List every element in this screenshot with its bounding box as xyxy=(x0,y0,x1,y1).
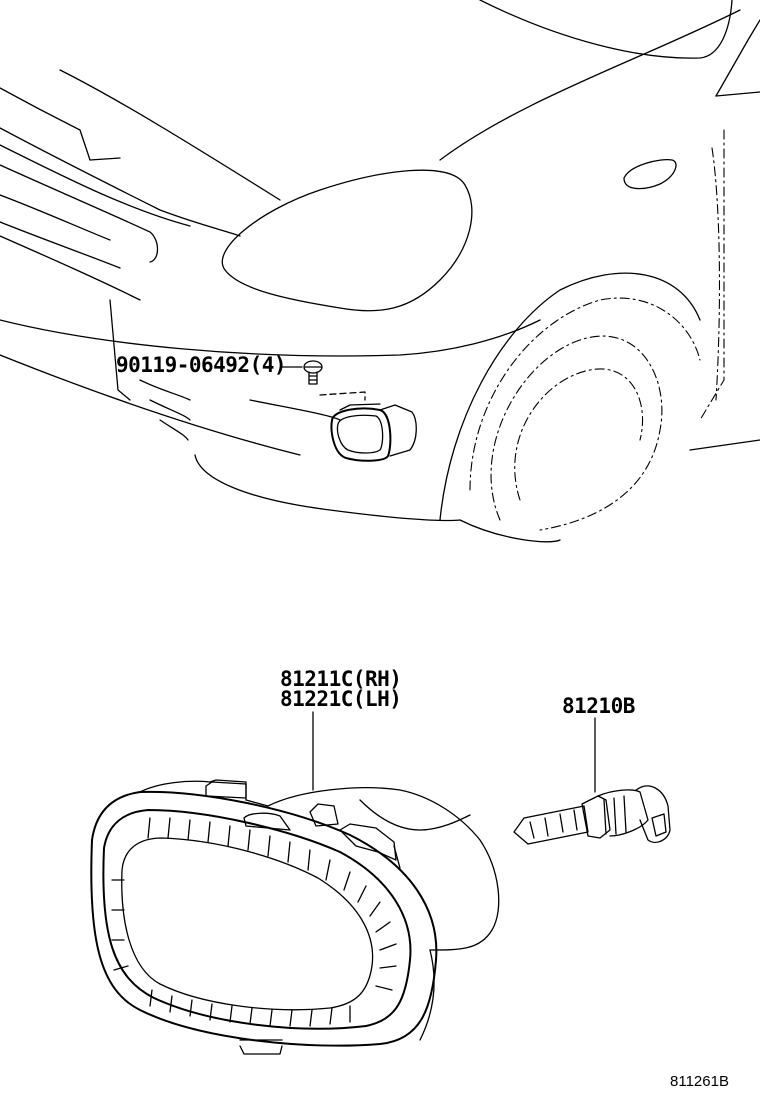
callout-lamp-lh-part-number: 81221C(LH) xyxy=(280,687,402,711)
bolt-icon xyxy=(303,360,323,385)
illustration-code: 811261B xyxy=(670,1073,729,1090)
callout-bolt-part-number: 90119-06492(4) xyxy=(116,353,287,377)
callout-bulb-part-number: 81210B xyxy=(562,694,635,718)
callout-lamp-rh-part-number: 81211C(RH) xyxy=(280,667,402,691)
bulb-illustration xyxy=(513,717,671,845)
car-front-illustration xyxy=(0,0,760,543)
fog-lamp-assembly-illustration xyxy=(90,711,500,1055)
